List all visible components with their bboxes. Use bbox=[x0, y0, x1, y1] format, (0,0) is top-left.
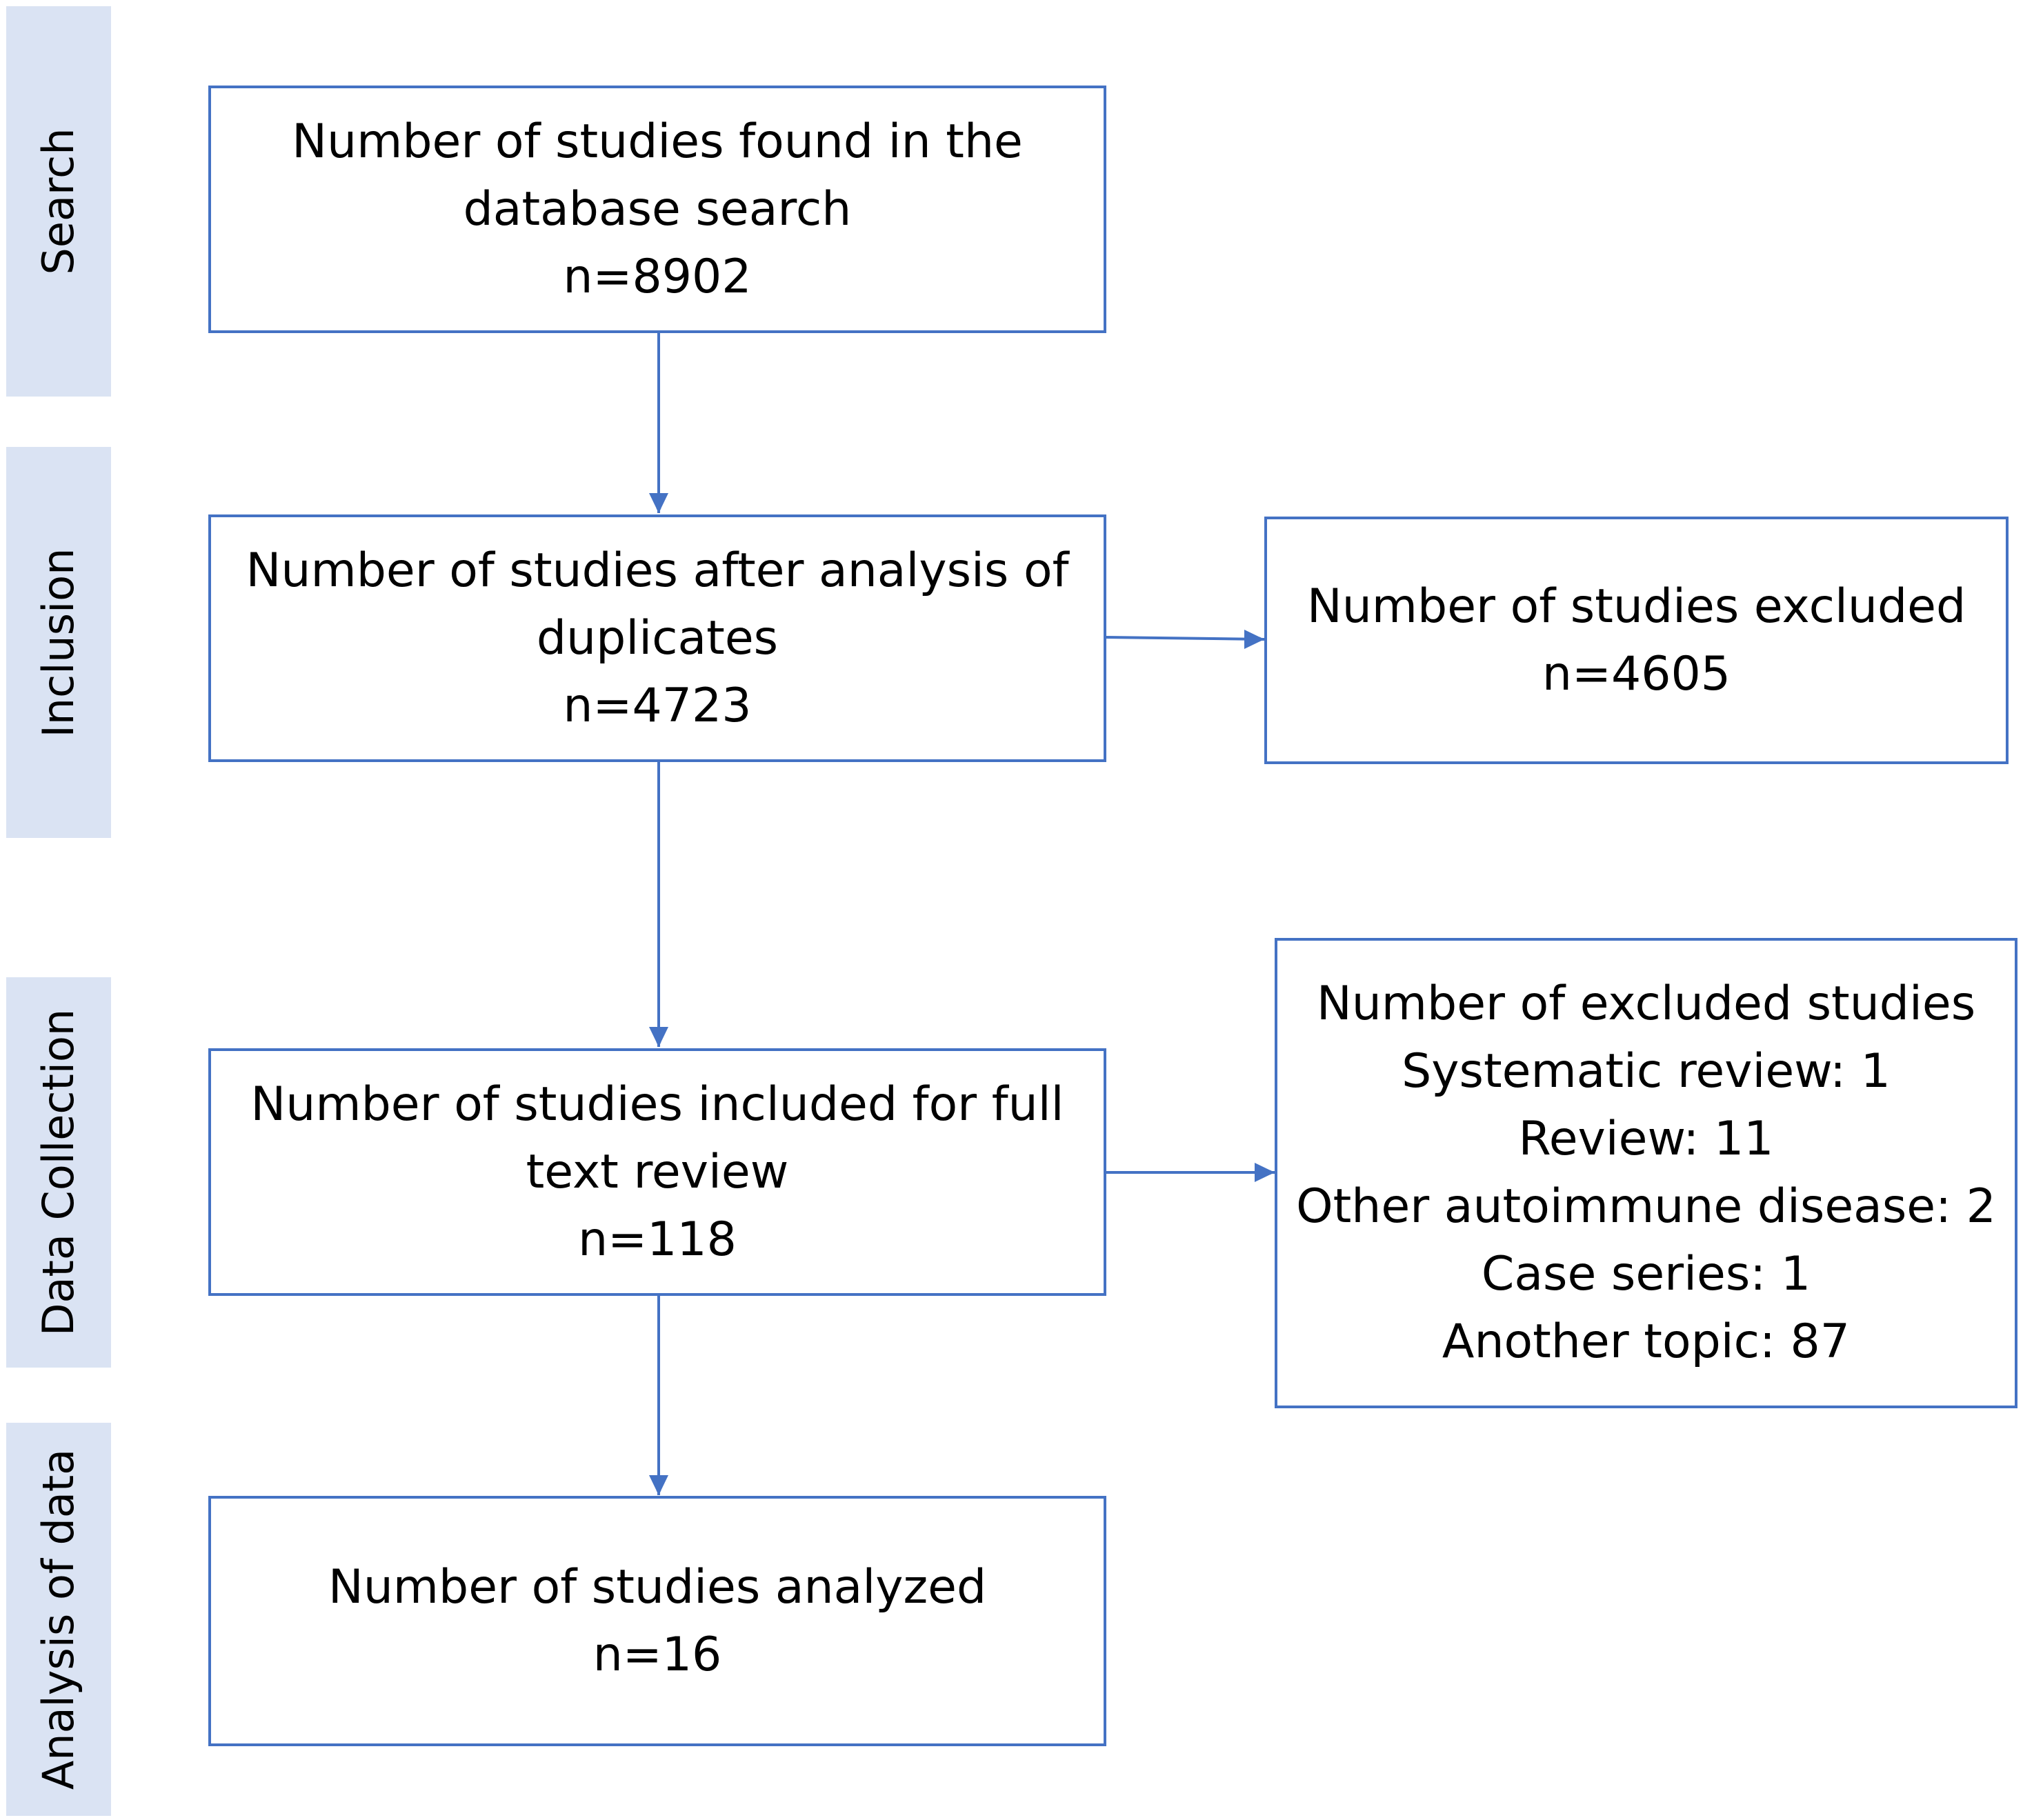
box-line: Number of studies found in the bbox=[292, 114, 1023, 169]
box-studies-found: Number of studies found in the database … bbox=[208, 86, 1106, 333]
box-studies-analyzed: Number of studies analyzed n=16 bbox=[208, 1496, 1106, 1746]
box-line: Number of studies included for full bbox=[250, 1077, 1064, 1132]
box-count: n=118 bbox=[578, 1212, 737, 1267]
box-count: n=8902 bbox=[563, 249, 752, 304]
box-reason: Systematic review: 1 bbox=[1402, 1044, 1891, 1099]
box-reason: Other autoimmune disease: 2 bbox=[1296, 1179, 1996, 1234]
box-reason: Case series: 1 bbox=[1481, 1247, 1811, 1301]
box-line: Number of excluded studies bbox=[1316, 977, 1976, 1031]
box-after-duplicates: Number of studies after analysis of dupl… bbox=[208, 514, 1106, 762]
box-full-text-review: Number of studies included for full text… bbox=[208, 1048, 1106, 1296]
phase-band-inclusion: Inclusion bbox=[6, 447, 111, 838]
box-line: Number of studies analyzed bbox=[328, 1559, 987, 1614]
box-reason: Another topic: 87 bbox=[1442, 1314, 1851, 1369]
box-count: n=4723 bbox=[563, 678, 752, 733]
box-line: database search bbox=[463, 181, 852, 237]
arrow-duplicates-to-excluded bbox=[1106, 636, 1265, 642]
box-studies-excluded: Number of studies excluded n=4605 bbox=[1264, 517, 2009, 764]
phase-band-search: Search bbox=[6, 6, 111, 397]
box-line: text review bbox=[526, 1144, 789, 1199]
box-reason: Review: 11 bbox=[1518, 1112, 1774, 1166]
box-excluded-reasons: Number of excluded studies Systematic re… bbox=[1275, 938, 2017, 1408]
phase-band-analysis: Analysis of data bbox=[6, 1423, 111, 1816]
box-line: duplicates bbox=[536, 610, 779, 666]
box-line: Number of studies after analysis of bbox=[246, 543, 1069, 598]
phase-band-data-collection: Data Collection bbox=[6, 977, 111, 1368]
box-count: n=4605 bbox=[1542, 646, 1731, 701]
box-count: n=16 bbox=[592, 1627, 722, 1682]
box-line: Number of studies excluded bbox=[1306, 579, 1966, 634]
